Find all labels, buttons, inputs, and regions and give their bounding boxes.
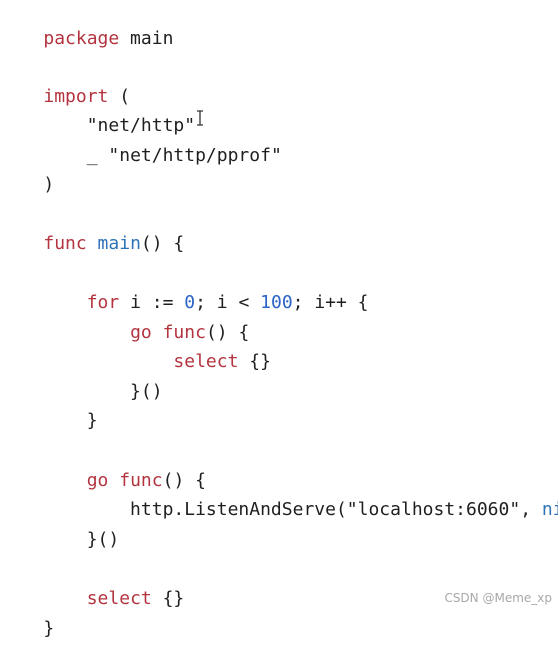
anon-func-open: () {: [162, 470, 206, 491]
import-blank-identifier: _: [43, 145, 109, 166]
func-main-signature: () {: [140, 233, 185, 254]
arg-separator: ,: [520, 499, 542, 520]
keyword-nil: nil: [541, 499, 558, 520]
number-hundred: 100: [260, 292, 293, 313]
code-line-anon-func-close-1: }(): [0, 353, 163, 402]
watermark-text: CSDN @Meme_xp: [444, 591, 552, 605]
import-paren-open: (: [108, 86, 131, 107]
keyword-go: go: [130, 322, 152, 343]
import-paren-close: ): [43, 174, 55, 195]
keyword-func: func: [162, 322, 206, 343]
code-line-listen-and-serve: http.ListenAndServe("localhost:6060", ni…: [0, 471, 558, 520]
code-editor[interactable]: package main import ( "net/http" _ "net/…: [0, 0, 558, 639]
code-line-package: package main: [0, 0, 173, 49]
for-block-close: }: [43, 410, 98, 431]
for-init: i :=: [119, 292, 185, 313]
for-post: ; i++ {: [292, 292, 369, 313]
code-line-func-main: func main() {: [0, 205, 184, 254]
for-condition: ; i <: [195, 292, 261, 313]
keyword-select: select: [86, 588, 152, 609]
import-string-net-http: "net/http": [43, 115, 196, 136]
code-line-main-close: }: [0, 590, 54, 639]
code-line-import-pprof: _ "net/http/pprof": [0, 117, 282, 166]
keyword-import: import: [43, 86, 109, 107]
code-line-select-inner: select {}: [0, 323, 271, 372]
text-cursor-icon: [195, 110, 205, 126]
number-zero: 0: [184, 292, 196, 313]
code-line-import-close: ): [0, 146, 54, 195]
code-line-select-outer: select {}: [0, 560, 185, 609]
code-line-import-net-http: "net/http": [0, 87, 195, 136]
code-line-go-func-2: go func() {: [0, 442, 206, 491]
anon-func-open: () {: [205, 322, 250, 343]
keyword-go: go: [86, 470, 109, 491]
import-string-pprof: "net/http/pprof": [108, 145, 282, 166]
package-name: main: [119, 28, 174, 49]
code-line-anon-func-close-2: }(): [0, 501, 120, 550]
code-line-import: import (: [0, 58, 130, 107]
select-empty-block: {}: [151, 588, 185, 609]
anon-func-close: }(): [43, 529, 120, 550]
keyword-package: package: [43, 28, 120, 49]
keyword-func: func: [119, 470, 163, 491]
keyword-select: select: [173, 351, 239, 372]
string-localhost-6060: "localhost:6060": [346, 499, 521, 520]
anon-func-close: }(): [43, 381, 163, 402]
main-block-close: }: [43, 618, 55, 639]
keyword-for: for: [86, 292, 120, 313]
function-name-main: main: [86, 233, 141, 254]
keyword-func: func: [43, 233, 87, 254]
code-line-for-loop: for i := 0; i < 100; i++ {: [0, 264, 369, 313]
listen-and-serve-call: http.ListenAndServe(: [43, 499, 347, 520]
select-empty-block: {}: [238, 351, 271, 372]
code-line-for-close: }: [0, 382, 98, 431]
code-line-go-func-1: go func() {: [0, 294, 249, 343]
